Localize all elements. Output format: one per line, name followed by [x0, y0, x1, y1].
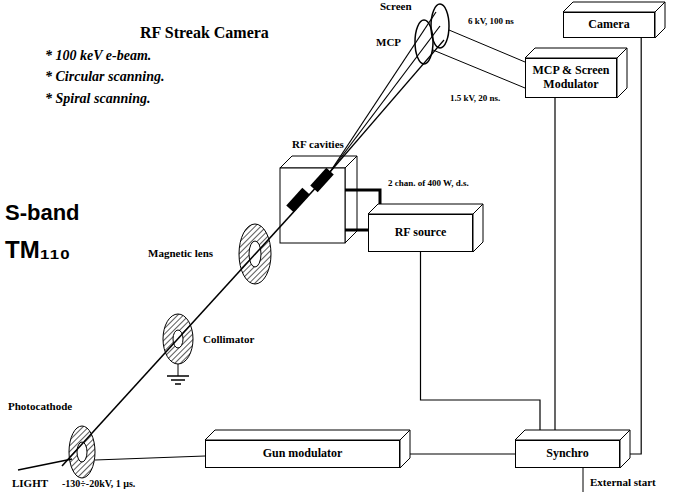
module-box: Synchro	[515, 440, 620, 468]
module-name: Camera	[588, 18, 629, 32]
electron-beam	[62, 172, 330, 466]
signal-line	[620, 38, 641, 454]
module-box: MCP & Screen Modulator	[525, 58, 617, 98]
signal-line	[400, 453, 515, 454]
part-label: MCP	[376, 36, 401, 49]
part-label: Magnetic lens	[148, 247, 213, 260]
external-start-line	[583, 468, 584, 492]
rf-feed-line	[345, 229, 368, 232]
cavity-box-top	[280, 156, 357, 168]
voltage-label: -130÷-20kV, 1 µs.	[62, 478, 135, 490]
part-label: Screen	[380, 0, 412, 13]
mode-label: TM₁₁₀	[5, 236, 70, 264]
signal-line	[421, 252, 541, 440]
deflected-beam	[330, 40, 444, 172]
feature-note: * 100 keV e-beam.	[45, 48, 151, 64]
module-name: Gun modulator	[263, 447, 343, 461]
module-box: RF source	[368, 214, 473, 252]
band-label: S-band	[5, 200, 80, 225]
module-name: RF source	[395, 226, 447, 240]
box-top-face	[205, 430, 410, 440]
signal-line	[554, 98, 555, 440]
voltage-label: 6 kV, 100 ns	[468, 16, 514, 26]
ground-symbol	[171, 379, 185, 381]
module-box: Gun modulator	[205, 440, 400, 468]
box-side-face	[617, 48, 627, 98]
module-name: MCP & Screen Modulator	[530, 64, 612, 92]
box-side-face	[655, 2, 665, 38]
screen-hv-wire	[449, 30, 525, 62]
box-top-face	[525, 48, 627, 58]
phosphor-screen	[431, 4, 449, 48]
box-top-face	[368, 204, 483, 214]
feature-note: * Circular scanning.	[45, 69, 164, 85]
rf-cavity	[286, 188, 309, 213]
part-label: Collimator	[203, 333, 254, 346]
part-label: RF cavities	[292, 138, 344, 151]
part-label: Photocathode	[8, 400, 72, 413]
ground-symbol	[175, 383, 181, 385]
voltage-label: 1.5 kV, 20 ns.	[450, 93, 500, 103]
cavity-box	[280, 168, 345, 243]
module-box: Camera	[563, 12, 655, 38]
module-name: Synchro	[546, 447, 588, 461]
mcp-hv-wire	[433, 50, 525, 88]
rf-feed-line	[345, 190, 380, 204]
ground-symbol	[167, 375, 189, 377]
box-side-face	[473, 204, 483, 252]
box-side-face	[620, 430, 630, 468]
input-label: LIGHT	[12, 477, 48, 490]
power-label: 2 chan. of 400 W, d.s.	[388, 178, 469, 188]
deflected-beam	[330, 26, 440, 172]
box-top-face	[563, 2, 665, 12]
box-side-face	[400, 430, 410, 468]
input-label: External start	[590, 476, 656, 489]
diagram-title: RF Streak Camera	[140, 24, 269, 42]
deflected-beam	[330, 12, 436, 172]
gun-hv-wire	[95, 456, 205, 460]
feature-note: * Spiral scanning.	[45, 91, 150, 107]
box-top-face	[515, 430, 630, 440]
ground-wire	[178, 364, 179, 376]
